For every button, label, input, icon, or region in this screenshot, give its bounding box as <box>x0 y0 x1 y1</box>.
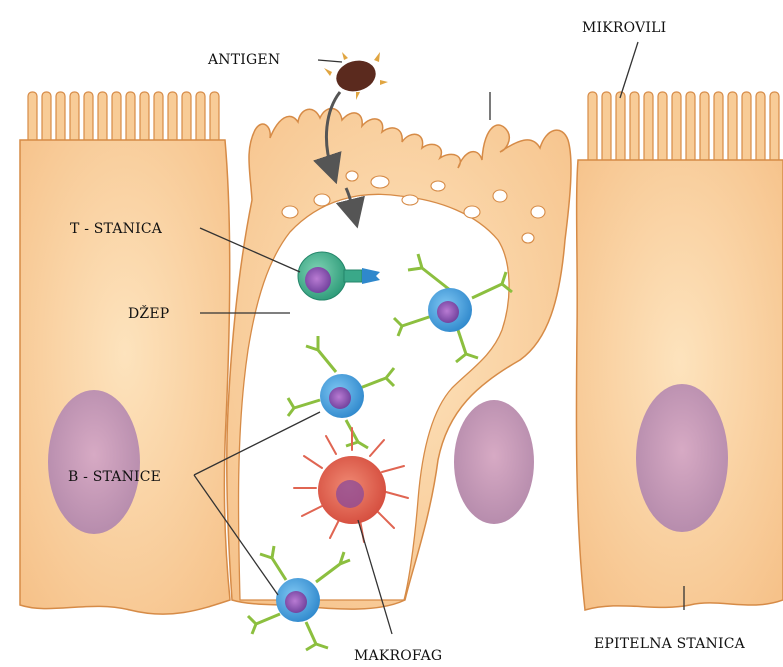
antigen-icon <box>324 52 388 100</box>
m-cell-nucleus <box>454 400 534 524</box>
label-makrofag: MAKROFAG <box>354 648 442 664</box>
label-b-stanice: B - STANICE <box>68 469 161 485</box>
left-cell-body <box>20 140 230 614</box>
right-nucleus <box>636 384 728 532</box>
label-antigen: ANTIGEN <box>207 52 280 68</box>
left-nucleus <box>48 390 140 534</box>
right-epithelial-cell <box>576 92 783 610</box>
label-epitelna-stanica: EPITELNA STANICA <box>594 636 746 652</box>
right-microvilli <box>588 92 779 167</box>
label-t-stanica: T - STANICA <box>70 221 163 237</box>
label-dzep: DŽEP <box>128 304 169 322</box>
label-mikrovili: MIKROVILI <box>582 20 666 36</box>
m-cell <box>227 108 571 609</box>
left-epithelial-cell <box>20 92 230 614</box>
